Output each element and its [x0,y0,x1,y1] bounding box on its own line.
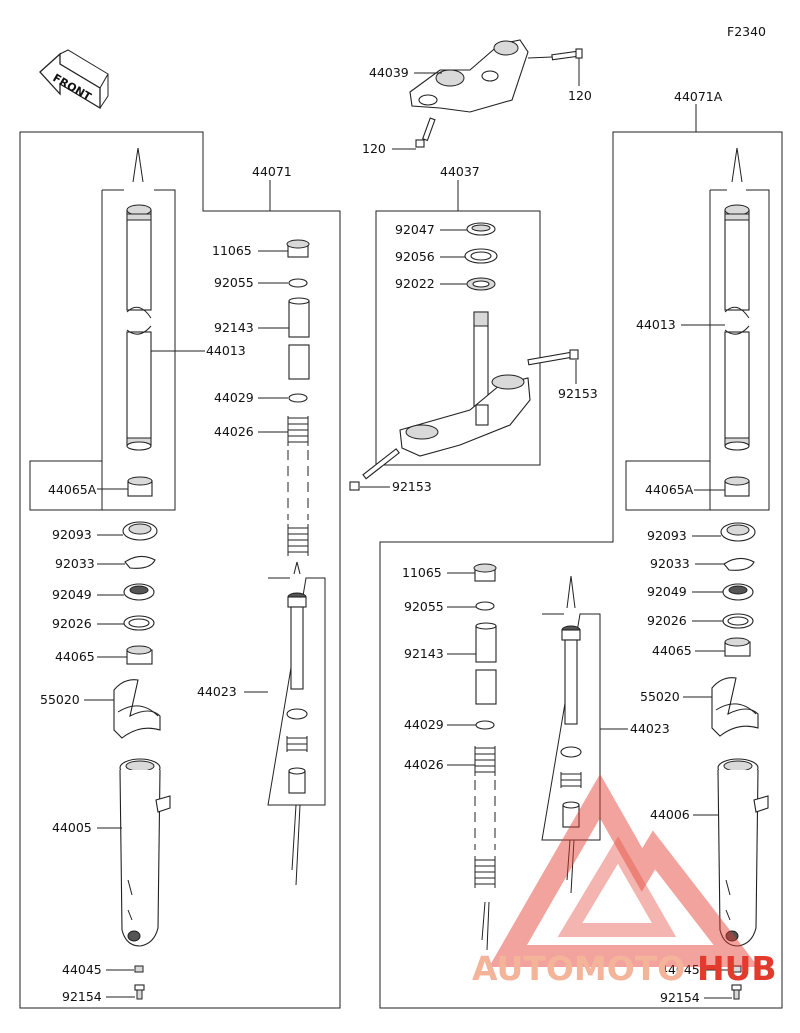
label-44065A-left: 44065A [48,482,97,497]
bushing-44065-left [126,645,153,665]
label-92055-left: 92055 [214,275,254,290]
watermark-text-b: HUB [697,949,777,988]
label-92026-left: 92026 [52,616,92,631]
label-92033-right: 92033 [650,556,690,571]
oring-92055-right [475,601,495,611]
diagram-code: F2340 [727,24,766,39]
label-44026-left: 44026 [214,424,254,439]
label-44026-right: 44026 [404,757,444,772]
seal-92093-left [122,521,158,541]
damper-rod-44023-left [286,592,308,794]
outer-tube-44006 [717,758,769,947]
label-92154-left: 92154 [62,989,102,1004]
label-55020-right: 55020 [640,689,680,704]
label-44071A: 44071A [674,89,723,104]
ring-44029-left [288,393,308,403]
spring-44026-left [287,416,309,556]
washer-92022 [466,277,496,291]
bolt-92153-left [349,448,400,491]
label-44065A-right: 44065A [645,482,694,497]
label-44039: 44039 [369,65,409,80]
spacer-92143-right [475,622,497,705]
front-arrow-icon: FRONT [39,49,109,110]
cap-11065-right [473,563,497,582]
bolt-120-left [415,117,436,148]
washer-92026-right [722,613,754,629]
oring-92055-left [288,278,308,288]
label-92153-a: 92153 [558,386,598,401]
bolt-92154-left [134,984,145,1000]
washer-44045-right [732,965,742,973]
stem-bracket [399,311,531,457]
seal-92049-right [722,583,754,601]
spring-44026-right [474,746,496,888]
label-44029-right: 44029 [404,717,444,732]
outer-tube-44005 [119,758,171,947]
guard-55020-right [711,677,759,737]
label-44071: 44071 [252,164,292,179]
bolt-92153-right [527,349,579,366]
label-44023-right: 44023 [630,721,670,736]
label-44065-left: 44065 [55,649,95,664]
ring-44029-right [475,720,495,730]
spacer-92143-left [288,297,310,380]
label-92143-right: 92143 [404,646,444,661]
label-55020-left: 55020 [40,692,80,707]
seal-92093-right [720,522,756,542]
label-44037: 44037 [440,164,480,179]
label-92026-right: 92026 [647,613,687,628]
guard-55020-left [113,679,161,739]
top-bracket-44039 [409,39,529,113]
seal-92056 [464,248,498,264]
label-44005: 44005 [52,820,92,835]
washer-92026-left [123,615,155,631]
label-92153-b: 92153 [392,479,432,494]
label-44029-left: 44029 [214,390,254,405]
label-44065-right: 44065 [652,643,692,658]
label-44023-left: 44023 [197,684,237,699]
label-92143-left: 92143 [214,320,254,335]
label-44013-right: 44013 [636,317,676,332]
inner-tube-44013-right [724,204,750,451]
label-92055-right: 92055 [404,599,444,614]
clip-92033-left [124,555,156,569]
label-11065-left: 11065 [212,243,252,258]
bushing-44065A-left [127,476,153,497]
watermark-text-a: AUTOMOTO [472,949,685,988]
label-92056: 92056 [395,249,435,264]
label-44045-right: 44045 [660,962,700,977]
label-92022: 92022 [395,276,435,291]
label-11065-right: 11065 [402,565,442,580]
label-92033-left: 92033 [55,556,95,571]
label-92093-left: 92093 [52,527,92,542]
automotohub-logo [488,773,759,967]
cap-11065-left [286,239,310,258]
inner-tube-44013-left [126,204,152,451]
bolt-92154-right [731,984,742,1000]
seal-92049-left [123,583,155,601]
label-92049-right: 92049 [647,584,687,599]
label-44013-left: 44013 [206,343,246,358]
label-92154-right: 92154 [660,990,700,1005]
race-92047 [466,222,496,236]
label-44045-left: 44045 [62,962,102,977]
label-44006: 44006 [650,807,690,822]
washer-44045-left [134,965,144,973]
label-92047: 92047 [395,222,435,237]
label-120-top: 120 [568,88,592,103]
bushing-44065-right [724,637,751,657]
damper-rod-44023-right [560,625,582,828]
label-92049-left: 92049 [52,587,92,602]
clip-92033-right [723,557,755,571]
label-120-left: 120 [362,141,386,156]
bushing-44065A-right [724,476,750,497]
bolt-120-top [551,48,583,61]
label-92093-right: 92093 [647,528,687,543]
